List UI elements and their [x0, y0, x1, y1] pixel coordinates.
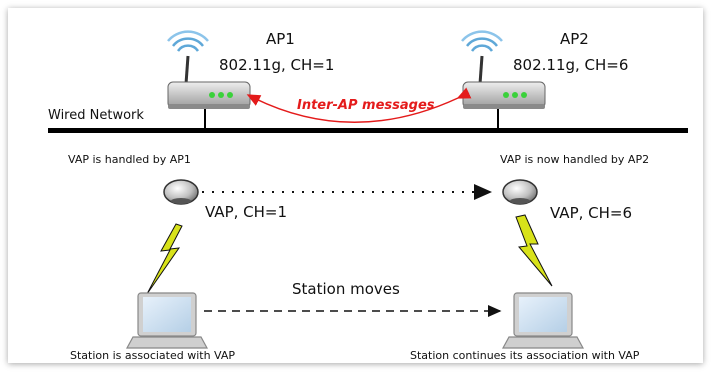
lightning-right-icon [515, 214, 553, 287]
vap-right-caption: VAP is now handled by AP2 [500, 153, 649, 166]
vap-right-label: VAP, CH=6 [550, 204, 632, 222]
ap2-router-icon [461, 30, 546, 129]
vap-left-icon [163, 179, 199, 205]
inter-ap-label: Inter-AP messages [297, 98, 435, 113]
wired-network-label: Wired Network [48, 108, 144, 123]
wired-network-line [48, 128, 688, 133]
inter-ap-arrow [246, 87, 472, 123]
network-diagram: AP1 802.11g, CH=1 AP2 802.11g, CH=6 Inte… [48, 30, 688, 362]
ap2-spec: 802.11g, CH=6 [513, 56, 628, 74]
ap1-name: AP1 [266, 30, 295, 48]
station-right-caption: Station continues its association with V… [410, 349, 640, 362]
station-moves-label: Station moves [292, 280, 400, 298]
station-left-laptop-icon [125, 292, 209, 349]
ap1-spec: 802.11g, CH=1 [219, 56, 334, 74]
vap-right-icon [502, 179, 538, 205]
vap-left-label: VAP, CH=1 [205, 203, 287, 221]
vap-left-caption: VAP is handled by AP1 [68, 153, 191, 166]
ap1-router-icon [167, 30, 251, 129]
station-left-caption: Station is associated with VAP [70, 349, 235, 362]
ap2-name: AP2 [560, 30, 589, 48]
lightning-left-icon [146, 223, 183, 295]
station-right-laptop-icon [501, 292, 585, 349]
diagram-frame: AP1 802.11g, CH=1 AP2 802.11g, CH=6 Inte… [8, 8, 703, 363]
